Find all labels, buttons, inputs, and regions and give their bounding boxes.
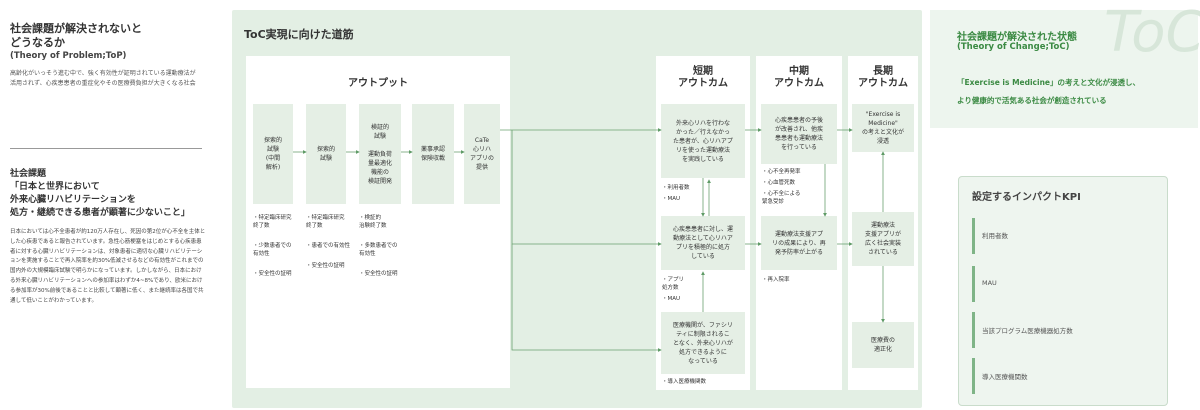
short-title: 短期 アウトカム — [678, 66, 728, 89]
bullet: ・心不全再発率 — [762, 169, 801, 175]
mid-bullets-2: ・再入院率 — [762, 276, 836, 287]
toc-subtitle: (Theory of Change;ToC) — [957, 42, 1070, 52]
issue-title: 「日本と世界において 外来心臓リハビリテーションを 処方・継続できる患者が顕著に… — [10, 182, 190, 218]
output-step-5: CaTe 心リハ アプリの 提供 — [464, 104, 500, 204]
mid-box-1: 心疾患患者の予後 が改善され、他疾 患患者も運動療法 を行っている — [761, 104, 837, 164]
kpi-item-4: 導入医療機関数 — [982, 373, 1028, 381]
short-bullets-3: ・導入医療機関数 — [662, 378, 742, 389]
mid-box-2: 運動療法支援アプ リの成果により、再 発予防率が上がる — [761, 216, 837, 270]
divider — [10, 148, 202, 149]
toc-panel — [930, 10, 1198, 128]
output-bullets-2: ・特定臨床研究 終了数 ・患者での有効性 ・安全性の証明 — [306, 214, 358, 273]
bullet: ・再入院率 — [762, 277, 790, 283]
mid-title: 中期 アウトカム — [774, 66, 824, 89]
bullet: ・安全性の証明 — [359, 271, 398, 277]
bullet: ・心血管死数 — [762, 180, 796, 186]
kpi-title: 設定するインパクトKPI — [972, 192, 1081, 203]
path-title: ToC実現に向けた道筋 — [244, 28, 354, 41]
bullet: ・特定臨床研究 終了数 — [253, 215, 292, 229]
long-title: 長期 アウトカム — [858, 66, 908, 89]
issue-label: 社会課題 — [10, 169, 47, 179]
kpi-bar-1 — [972, 218, 975, 254]
kpi-bar-2 — [972, 266, 975, 302]
kpi-item-2: MAU — [982, 279, 997, 287]
kpi-bar-3 — [972, 312, 975, 348]
top-title: 社会課題が解決されないと どうなるか — [10, 22, 142, 49]
bullet: ・特定臨床研究 終了数 — [306, 215, 345, 229]
output-step-1: 探索的 試験 (中間 解析) — [253, 104, 293, 204]
bullet: ・アプリ 処方数 — [662, 277, 685, 291]
toc-title: 社会課題が解決された状態 — [957, 32, 1077, 43]
short-bullets-1: ・利用者数 ・MAU — [662, 184, 742, 206]
bullet: ・多数患者での 有効性 — [359, 243, 398, 257]
long-box-2: 運動療法 支援アプリが 広く社会実装 されている — [852, 212, 914, 266]
short-box-1: 外来心リハを行わな かった／行えなかっ た患者が、心リハアプ リを使った運動療法… — [661, 104, 745, 178]
output-bullets-3: ・検証的 治験終了数 ・多数患者での 有効性 ・安全性の証明 — [359, 214, 411, 281]
long-box-3: 医療費の 適正化 — [852, 322, 914, 368]
bullet: ・心不全による 緊急受診 — [762, 191, 801, 205]
bullet: ・患者での有効性 — [306, 243, 351, 249]
output-step-3: 検証的 試験 運動負荷 量最適化 機能の 検証開発 — [359, 104, 401, 204]
toc-description: 「Exercise is Medicine」の考えと文化が浸透し、 より健康的で… — [957, 78, 1141, 105]
bullet: ・MAU — [662, 296, 681, 302]
long-box-1: "Exercise is Medicine" の考えと文化が 浸透 — [852, 104, 914, 152]
arrow-to-short-3 — [511, 244, 662, 352]
top-description: 高齢化がいっそう進む中で、強く有効性が証明されている運動療法が活用されず、心疾患… — [10, 70, 196, 87]
outputs-title: アウトプット — [348, 78, 408, 89]
short-box-2: 心疾患患者に対し、運 動療法として心リハア プリを積極的に処方 している — [661, 216, 745, 270]
bullet: ・検証的 治験終了数 — [359, 215, 387, 229]
bullet: ・導入医療機関数 — [662, 379, 707, 385]
kpi-bar-4 — [972, 358, 975, 394]
issue-section: 社会課題 「日本と世界において 外来心臓リハビリテーションを 処方・継続できる患… — [10, 166, 210, 306]
kpi-item-3: 当該プログラム医療機器処方数 — [982, 327, 1073, 335]
mid-bullets-1: ・心不全再発率 ・心血管死数 ・心不全による 緊急受診 — [762, 168, 836, 209]
bullet: ・MAU — [662, 196, 681, 202]
toc-watermark: ToC — [1104, 0, 1200, 65]
output-bullets-1: ・特定臨床研究 終了数 ・少数患者での 有効性 ・安全性の証明 — [253, 214, 305, 281]
bullet: ・利用者数 — [662, 185, 690, 191]
bullet: ・安全性の証明 — [253, 271, 292, 277]
short-box-3: 医療機関が、ファシリ ティに制限されるこ となく、外来心リハが 処方できるように… — [661, 312, 745, 374]
short-bullets-2: ・アプリ 処方数 ・MAU — [662, 276, 742, 306]
top-section: 社会課題が解決されないと どうなるか (Theory of Problem;To… — [10, 22, 205, 89]
output-step-4: 薬事承認 保険収載 — [412, 104, 454, 204]
kpi-panel — [958, 176, 1168, 406]
issue-body: 日本においては心不全患者が約120万人存在し、死因の第2位が心不全を主体とした心… — [10, 229, 206, 304]
bullet: ・少数患者での 有効性 — [253, 243, 292, 257]
top-subtitle: (Theory of Problem;ToP) — [10, 51, 127, 61]
output-step-2: 探索的 試験 — [306, 104, 346, 204]
bullet: ・安全性の証明 — [306, 263, 345, 269]
arrow-to-short-2 — [511, 130, 662, 246]
kpi-item-1: 利用者数 — [982, 232, 1008, 240]
